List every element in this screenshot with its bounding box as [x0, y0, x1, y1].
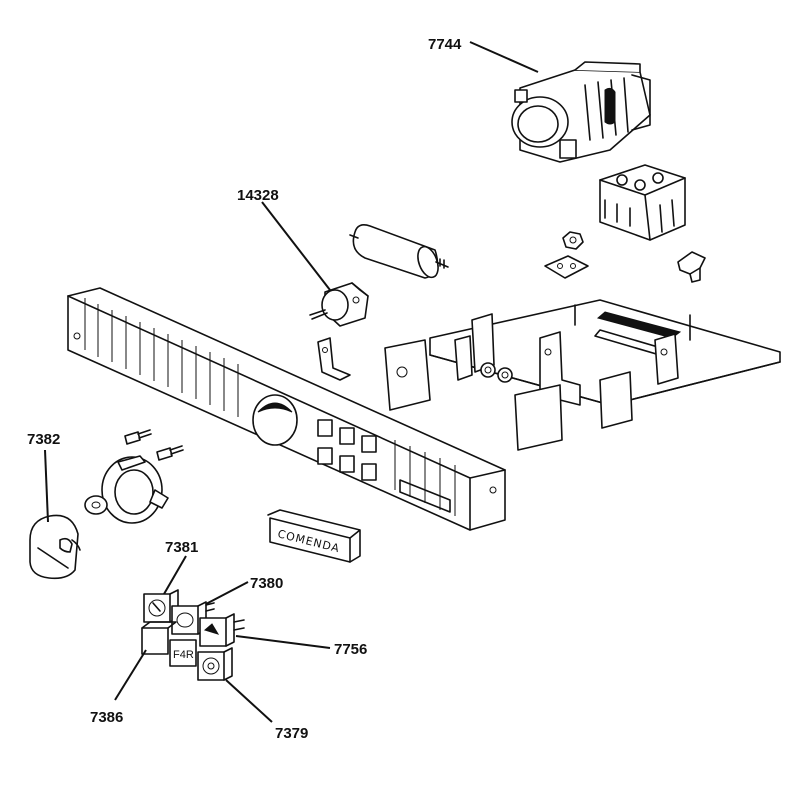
wire-clip: [677, 251, 706, 283]
f4r-key-text: F4R: [173, 649, 194, 661]
l-bracket: [317, 337, 351, 381]
leader-7382: [44, 449, 49, 523]
part-7744-motor: [511, 61, 651, 163]
label-7386: 7386: [90, 709, 123, 726]
knob-bezel-ring: [101, 455, 169, 524]
label-7379: 7379: [275, 725, 308, 742]
screw-2: [156, 445, 184, 461]
leader-7744: [469, 41, 539, 73]
terminal-block: [599, 164, 686, 241]
leader-7386: [114, 649, 147, 701]
capacitor: [349, 224, 449, 279]
leader-14328: [261, 201, 331, 291]
leader-7380: [205, 581, 249, 605]
switch-7381: [143, 589, 179, 623]
label-7744: 7744: [428, 36, 462, 53]
switch-f4r: F4R: [169, 639, 197, 667]
switch-7379: [197, 647, 233, 681]
switch-7380: [171, 601, 215, 635]
switch-7386: [141, 621, 177, 655]
part-7382-knob: [29, 514, 81, 580]
label-7381: 7381: [165, 539, 198, 556]
label-7382: 7382: [27, 431, 60, 448]
front-panel: [67, 287, 506, 531]
label-14328: 14328: [237, 187, 279, 204]
label-7756: 7756: [334, 641, 367, 658]
leader-7756: [235, 635, 331, 649]
hex-nut: [562, 231, 584, 250]
label-7380: 7380: [250, 575, 283, 592]
switch-cluster: F4R: [141, 589, 245, 681]
leader-7379: [225, 679, 273, 723]
part-14328-small-motor: [309, 282, 369, 327]
switch-7756: [199, 613, 245, 647]
leader-7381: [163, 555, 187, 595]
mounting-plate: [544, 255, 589, 279]
screw-1: [124, 429, 152, 445]
chassis-base: [384, 299, 781, 451]
brand-plate: COMENDA: [267, 509, 361, 563]
bushing: [84, 495, 108, 515]
